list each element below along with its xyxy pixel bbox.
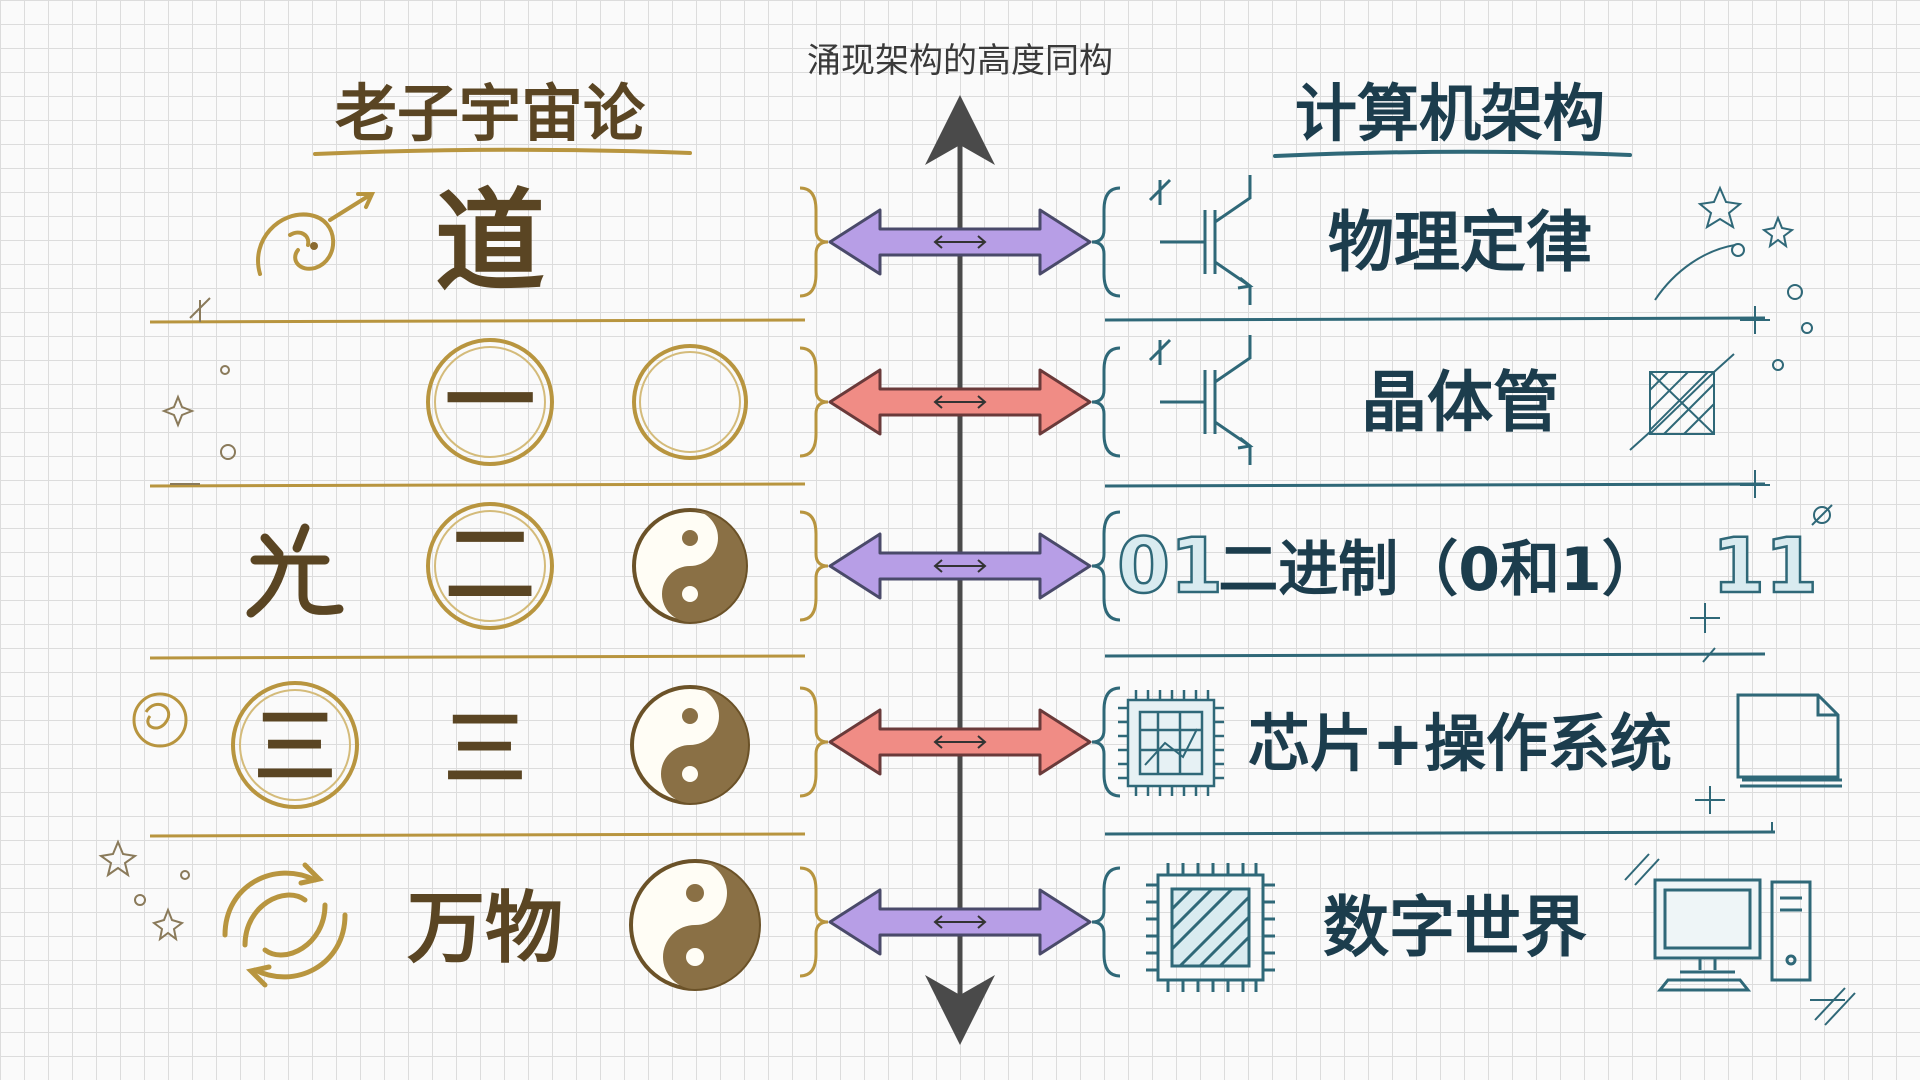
swirl-icon xyxy=(256,192,376,276)
right-heading: 计算机架构 xyxy=(1295,77,1605,150)
cpu-icon xyxy=(1146,863,1275,992)
san-character: 三 xyxy=(444,701,526,797)
circle-icon xyxy=(632,344,748,460)
physical-laws-label: 物理定律 xyxy=(1328,204,1592,281)
dao-character: 道 xyxy=(435,177,545,306)
chip-os-label: 芯片+操作系统 xyxy=(1248,707,1672,780)
yi-character: 一 xyxy=(445,348,535,454)
er-circle-icon xyxy=(426,502,554,630)
transistor-label: 晶体管 xyxy=(1361,364,1559,441)
yi-circle-icon xyxy=(426,338,554,466)
chip-icon xyxy=(1118,690,1224,796)
page-title: 涌现架构的高度同构 xyxy=(807,41,1113,81)
arrow-row-4 xyxy=(828,708,1092,776)
calligraphy-icon xyxy=(246,523,344,618)
arrow-row-3 xyxy=(828,532,1092,600)
transistor-icon-2 xyxy=(1148,335,1254,465)
vortex-icon xyxy=(222,862,348,988)
san-character-circled: 三 xyxy=(254,699,336,795)
er-character: 二 xyxy=(445,512,535,618)
right-dividers xyxy=(1104,316,1776,836)
san-circle-icon xyxy=(231,681,359,809)
arrow-row-5 xyxy=(828,888,1092,956)
arrow-row-1 xyxy=(828,208,1092,276)
digital-world-label: 数字世界 xyxy=(1323,889,1587,966)
binary-prefix: 01 xyxy=(1117,521,1223,610)
right-braces xyxy=(1091,186,1121,978)
yin-yang-icon-3 xyxy=(629,859,761,991)
left-braces xyxy=(799,186,829,978)
yin-yang-icon-2 xyxy=(630,685,750,805)
computer-icon xyxy=(1653,878,1812,992)
wanwu-text: 万物 xyxy=(407,883,563,974)
left-dividers xyxy=(149,318,806,838)
binary-suffix: 11 xyxy=(1712,521,1818,610)
arrow-row-2 xyxy=(828,368,1092,436)
left-heading: 老子宇宙论 xyxy=(335,77,646,150)
yin-yang-icon xyxy=(632,508,748,624)
sparkle-doodles-right xyxy=(1624,185,1856,1026)
hatched-square-icon xyxy=(1629,353,1735,451)
right-heading-underline xyxy=(1273,149,1632,158)
spiral-doodle-icon xyxy=(132,692,188,748)
folder-icon xyxy=(1736,693,1842,788)
binary-label: 二进制（0和1） xyxy=(1218,535,1662,605)
left-heading-underline xyxy=(313,147,692,156)
transistor-icon xyxy=(1148,175,1254,305)
sparkle-doodles-left xyxy=(98,297,236,942)
